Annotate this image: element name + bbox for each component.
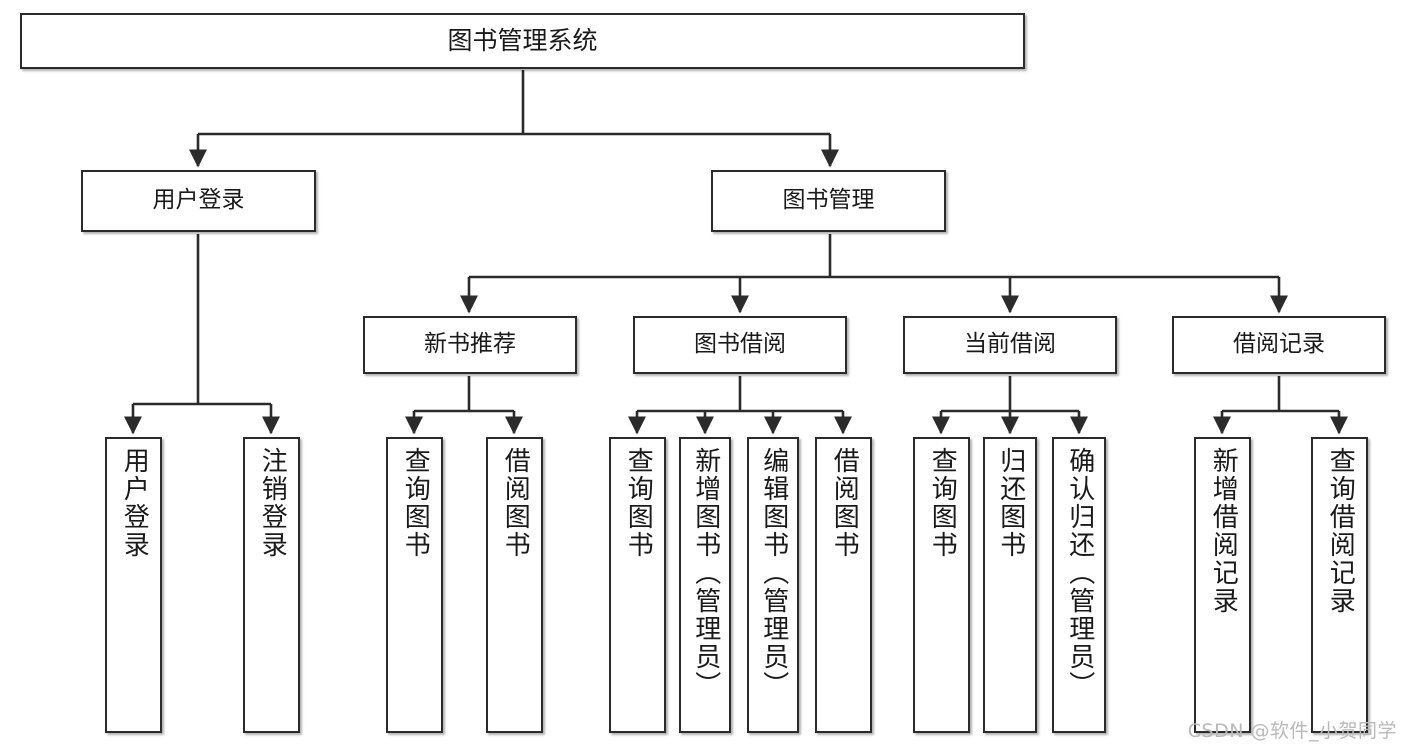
- node-user-login-label: 用户登录: [152, 187, 245, 214]
- leaf-rec-query-label: 查询图书: [400, 447, 431, 559]
- leaf-cur-query[interactable]: 查询图书: [913, 437, 970, 733]
- leaf-borrow-edit-label: 编辑图书（管理员）: [758, 447, 789, 699]
- leaf-rec-borrow-label: 借阅图书: [500, 447, 531, 559]
- node-book-manage-label: 图书管理: [782, 187, 875, 214]
- leaf-user-logout-label: 注销登录: [257, 447, 288, 559]
- node-book-borrow-label: 图书借阅: [694, 331, 786, 358]
- leaf-borrow-lend-label: 借阅图书: [829, 447, 860, 559]
- leaf-rec-search-label: 查询借阅记录: [1325, 447, 1356, 615]
- leaf-borrow-edit[interactable]: 编辑图书（管理员）: [747, 437, 799, 733]
- leaf-cur-query-label: 查询图书: [927, 447, 958, 559]
- leaf-rec-search[interactable]: 查询借阅记录: [1311, 437, 1368, 733]
- leaf-user-login[interactable]: 用户登录: [105, 437, 162, 733]
- node-borrow-record[interactable]: 借阅记录: [1172, 316, 1386, 374]
- node-root[interactable]: 图书管理系统: [20, 13, 1025, 69]
- node-borrow-record-label: 借阅记录: [1233, 331, 1325, 358]
- node-current-borrow-label: 当前借阅: [964, 331, 1056, 358]
- node-user-login[interactable]: 用户登录: [81, 170, 316, 232]
- node-current-borrow[interactable]: 当前借阅: [903, 316, 1117, 374]
- node-new-book-rec-label: 新书推荐: [424, 331, 516, 358]
- node-root-label: 图书管理系统: [447, 26, 598, 56]
- leaf-cur-return[interactable]: 归还图书: [983, 437, 1037, 733]
- leaf-rec-add-label: 新增借阅记录: [1208, 447, 1239, 615]
- leaf-cur-return-label: 归还图书: [995, 447, 1026, 559]
- leaf-rec-borrow[interactable]: 借阅图书: [486, 437, 543, 733]
- leaf-rec-query[interactable]: 查询图书: [386, 437, 443, 733]
- leaf-user-logout[interactable]: 注销登录: [243, 437, 300, 733]
- leaf-cur-confirm[interactable]: 确认归还（管理员）: [1052, 437, 1106, 733]
- leaf-borrow-lend[interactable]: 借阅图书: [815, 437, 872, 733]
- leaf-borrow-query-label: 查询图书: [623, 447, 654, 559]
- leaf-borrow-add-label: 新增图书（管理员）: [690, 447, 721, 699]
- leaf-borrow-query[interactable]: 查询图书: [609, 437, 666, 733]
- leaf-borrow-add[interactable]: 新增图书（管理员）: [679, 437, 731, 733]
- leaf-rec-add[interactable]: 新增借阅记录: [1194, 437, 1251, 733]
- node-new-book-rec[interactable]: 新书推荐: [363, 316, 577, 374]
- node-book-borrow[interactable]: 图书借阅: [633, 316, 847, 374]
- leaf-user-login-label: 用户登录: [119, 447, 150, 559]
- leaf-cur-confirm-label: 确认归还（管理员）: [1064, 447, 1095, 699]
- node-book-manage[interactable]: 图书管理: [711, 170, 946, 232]
